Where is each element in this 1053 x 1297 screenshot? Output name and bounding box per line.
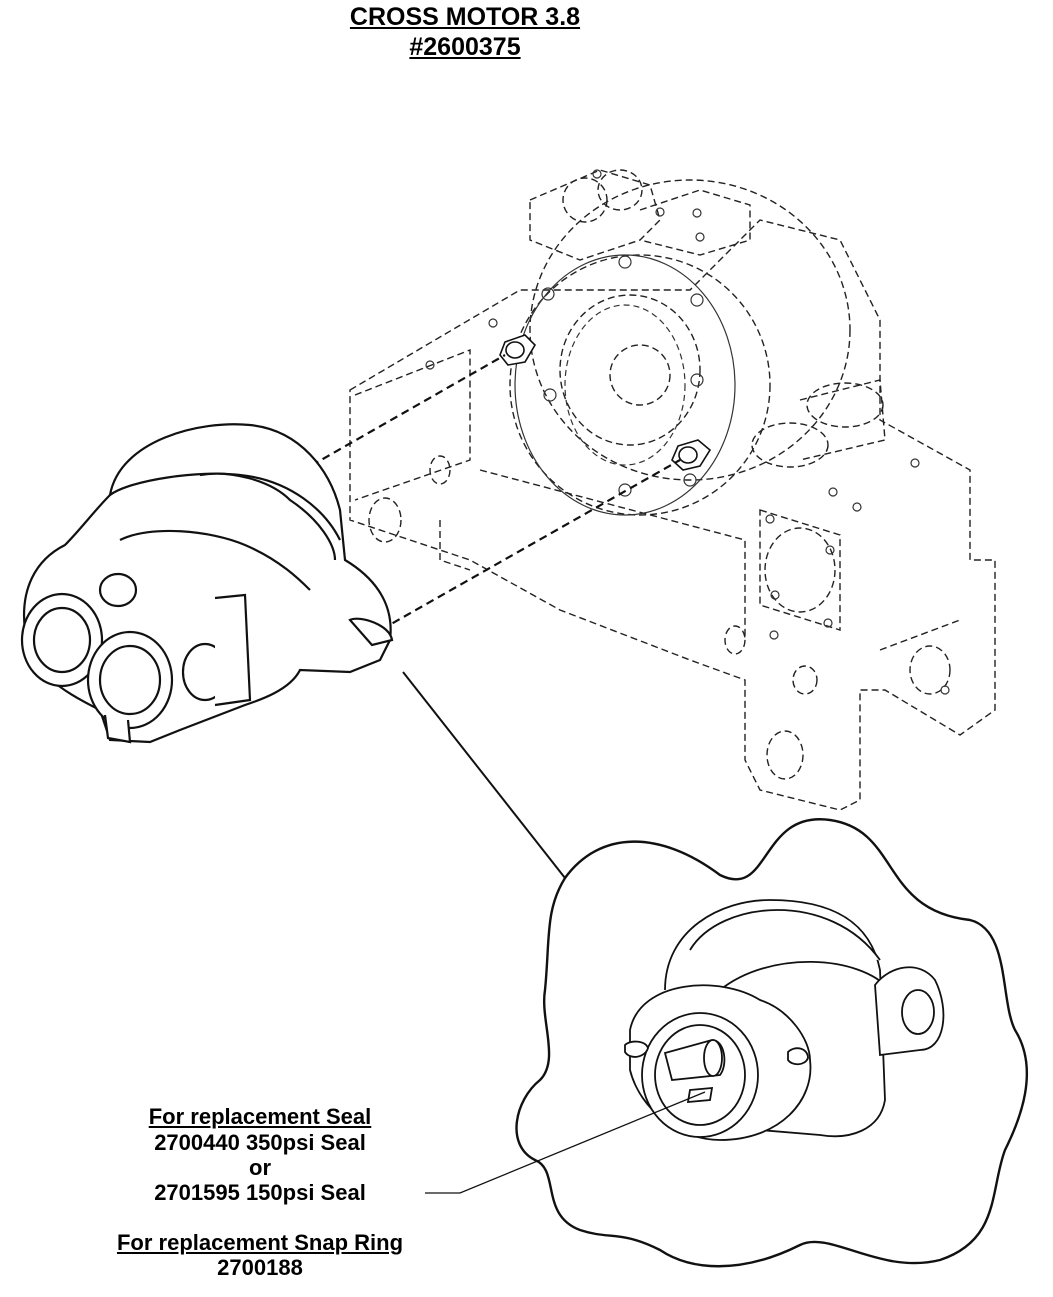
seal-callout-leader <box>425 1091 706 1194</box>
seal-option-150psi: 2701595 150psi Seal <box>154 1180 366 1205</box>
part-number-title: #2600375 <box>409 33 521 61</box>
seal-heading: For replacement Seal <box>148 1104 372 1129</box>
diagram-title: CROSS MOTOR 3.8 <box>349 3 581 31</box>
gearbox-housing <box>349 169 996 811</box>
detail-motor <box>624 899 945 1141</box>
cross-motor <box>20 423 394 744</box>
mounting-studs <box>499 334 712 471</box>
assembly-lines <box>299 354 681 637</box>
seal-option-350psi: 2700440 350psi Seal <box>154 1130 366 1155</box>
snap-ring-heading: For replacement Snap Ring <box>116 1230 404 1255</box>
snap-ring-part-number: 2700188 <box>217 1255 303 1280</box>
seal-or: or <box>249 1155 271 1180</box>
mounting-flange <box>425 169 950 695</box>
detail-leader-line <box>402 671 566 879</box>
